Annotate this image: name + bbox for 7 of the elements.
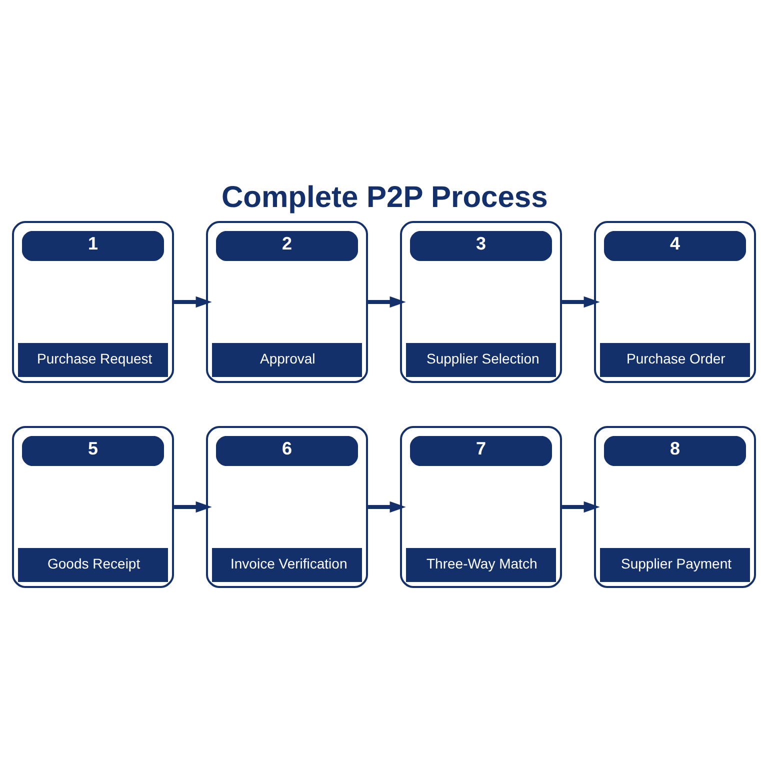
arrow [174, 501, 212, 513]
arrow [562, 296, 600, 308]
arrow [368, 296, 406, 308]
arrow [368, 501, 406, 513]
arrow [174, 296, 212, 308]
arrow [562, 501, 600, 513]
diagram-title: Complete P2P Process [222, 181, 548, 214]
